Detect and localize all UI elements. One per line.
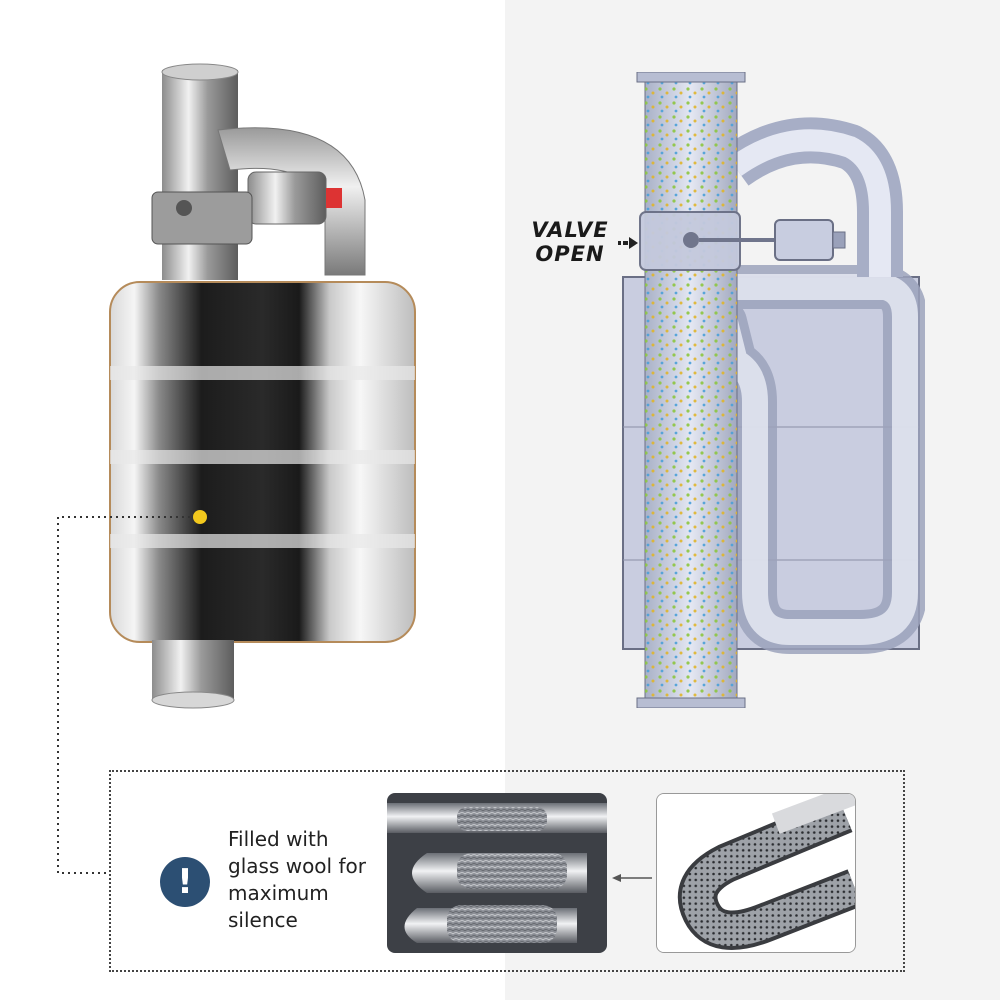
glass-wool-note: Filled with glass wool for maximum silen… bbox=[228, 827, 366, 932]
perforated-tube-photo bbox=[656, 793, 856, 953]
cross-section-diagram bbox=[622, 72, 925, 708]
callout-leader-line bbox=[57, 510, 207, 874]
arrow-right-icon bbox=[618, 237, 638, 249]
arrow-left-icon bbox=[612, 874, 652, 882]
callout-box bbox=[109, 770, 905, 972]
exclamation-icon: ! bbox=[160, 857, 210, 907]
valve-label-line-2: OPEN bbox=[535, 242, 605, 266]
valve-open-label: VALVE OPEN bbox=[522, 218, 618, 266]
marker-dot bbox=[193, 510, 207, 524]
valve-label-line-1: VALVE bbox=[531, 218, 609, 242]
glass-wool-photo bbox=[387, 793, 607, 953]
muffler-product-photo bbox=[109, 63, 416, 709]
